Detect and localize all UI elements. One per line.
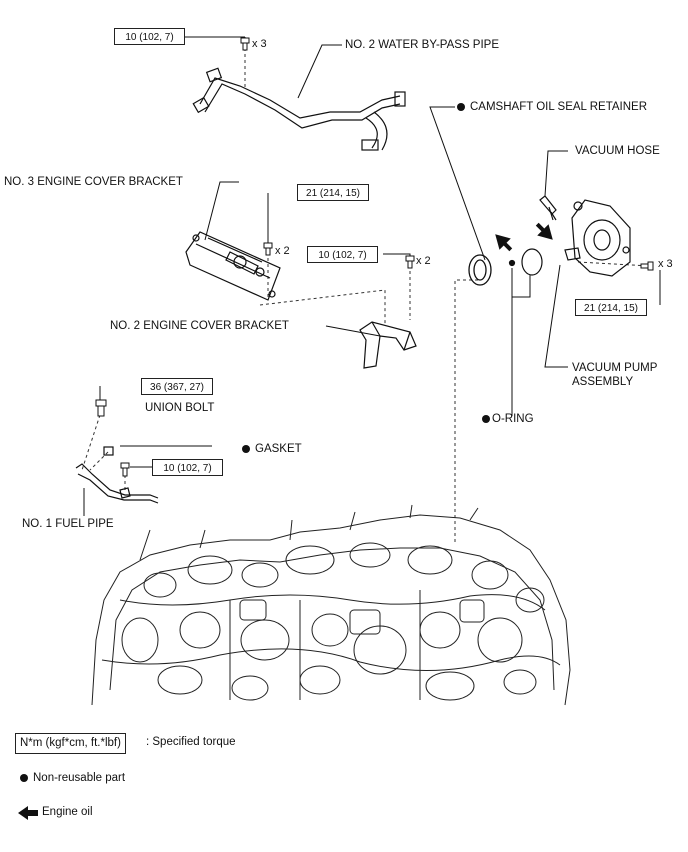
gasket-text: GASKET bbox=[255, 443, 302, 455]
label-engine-cover-bracket-3: NO. 3 ENGINE COVER BRACKET bbox=[4, 176, 183, 188]
label-engine-cover-bracket-2: NO. 2 ENGINE COVER BRACKET bbox=[110, 320, 289, 332]
label-union-bolt: UNION BOLT bbox=[145, 402, 215, 414]
non-reusable-dot-icon bbox=[457, 103, 465, 111]
qty-vacuum-pump-bolt: x 3 bbox=[658, 258, 673, 270]
legend-torque-box: N*m (kgf*cm, ft.*lbf) bbox=[15, 733, 126, 754]
non-reusable-dot-icon bbox=[20, 774, 28, 782]
torque-bracket3-bolt: 21 (214, 15) bbox=[297, 184, 369, 201]
label-camshaft-oil-seal-retainer: CAMSHAFT OIL SEAL RETAINER bbox=[457, 101, 647, 114]
legend-torque-desc: : Specified torque bbox=[146, 736, 236, 748]
label-fuel-pipe: NO. 1 FUEL PIPE bbox=[22, 518, 114, 530]
qty-water-pipe-bolt: x 3 bbox=[252, 38, 267, 50]
label-gasket: GASKET bbox=[242, 443, 302, 456]
torque-vacuum-pump-bolt: 21 (214, 15) bbox=[575, 299, 647, 316]
torque-bracket2-bolt: 10 (102, 7) bbox=[307, 246, 378, 263]
non-reusable-dot-icon bbox=[482, 415, 490, 423]
non-reusable-text: Non-reusable part bbox=[33, 772, 126, 784]
label-water-bypass-pipe: NO. 2 WATER BY-PASS PIPE bbox=[345, 39, 500, 51]
label-vacuum-pump-line1: VACUUM PUMP bbox=[572, 362, 658, 374]
label-vacuum-pump-line2: ASSEMBLY bbox=[572, 376, 634, 388]
label-o-ring: O-RING bbox=[482, 413, 534, 426]
torque-union-bolt: 36 (367, 27) bbox=[141, 378, 213, 395]
engine-oil-arrow-icon bbox=[18, 806, 38, 820]
legend-non-reusable: Non-reusable part bbox=[20, 772, 125, 784]
label-vacuum-hose: VACUUM HOSE bbox=[575, 145, 660, 157]
legend-engine-oil: Engine oil bbox=[42, 806, 93, 818]
camshaft-text: CAMSHAFT OIL SEAL RETAINER bbox=[470, 101, 648, 113]
qty-bracket2-bolt: x 2 bbox=[416, 255, 431, 267]
non-reusable-dot-icon bbox=[242, 445, 250, 453]
qty-bracket3-bolt: x 2 bbox=[275, 245, 290, 257]
o-ring-text: O-RING bbox=[492, 413, 534, 425]
torque-fuel-pipe-bolt: 10 (102, 7) bbox=[152, 459, 223, 476]
torque-water-pipe-bolt: 10 (102, 7) bbox=[114, 28, 185, 45]
